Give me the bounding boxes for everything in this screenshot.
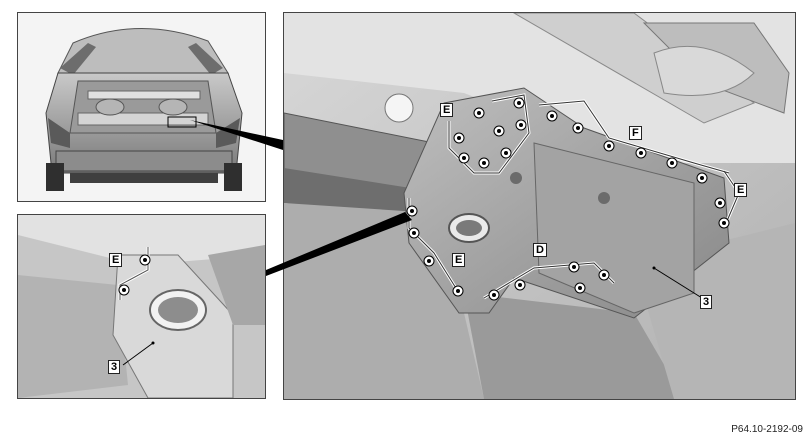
weld-point-icon xyxy=(458,152,470,164)
weld-point-icon xyxy=(514,279,526,291)
weld-point-icon xyxy=(598,269,610,281)
weld-point-icon xyxy=(500,147,512,159)
weld-point-icon xyxy=(139,254,151,266)
callout-e-top: E xyxy=(440,103,454,117)
weld-point-icon xyxy=(666,157,678,169)
weld-point-icon xyxy=(515,119,527,131)
inset-illustration xyxy=(18,215,265,398)
weld-point-icon xyxy=(406,205,418,217)
weld-point-icon xyxy=(452,285,464,297)
inset-detail-panel: E 3 xyxy=(17,214,266,399)
weld-point-icon xyxy=(603,140,615,152)
weld-point-icon xyxy=(408,227,420,239)
weld-point-icon xyxy=(453,132,465,144)
weld-point-icon xyxy=(473,107,485,119)
weld-point-icon xyxy=(493,125,505,137)
callout-3-main: 3 xyxy=(700,295,713,309)
callout-e-right: E xyxy=(734,183,748,197)
main-detail-panel: E F E E D 3 xyxy=(283,12,796,400)
callout-e-lower: E xyxy=(452,253,466,267)
weld-point-icon xyxy=(696,172,708,184)
weld-point-icon xyxy=(118,284,130,296)
weld-point-icon xyxy=(572,122,584,134)
callout-d: D xyxy=(533,243,547,257)
weld-point-icon xyxy=(568,261,580,273)
car-rear-illustration xyxy=(45,28,243,191)
overview-panel xyxy=(17,12,266,202)
weld-point-icon xyxy=(574,282,586,294)
reference-code: P64.10-2192-09 xyxy=(731,424,803,435)
callout-3-inset: 3 xyxy=(108,360,121,374)
weld-point-icon xyxy=(478,157,490,169)
main-illustration xyxy=(284,13,795,399)
weld-point-icon xyxy=(423,255,435,267)
weld-point-icon xyxy=(546,110,558,122)
weld-point-icon xyxy=(635,147,647,159)
callout-f: F xyxy=(629,126,642,140)
weld-points-group xyxy=(406,97,730,301)
weld-point-icon xyxy=(718,217,730,229)
weld-point-icon xyxy=(714,197,726,209)
weld-point-icon xyxy=(488,289,500,301)
callout-e-inset: E xyxy=(109,253,123,267)
weld-point-icon xyxy=(513,97,525,109)
